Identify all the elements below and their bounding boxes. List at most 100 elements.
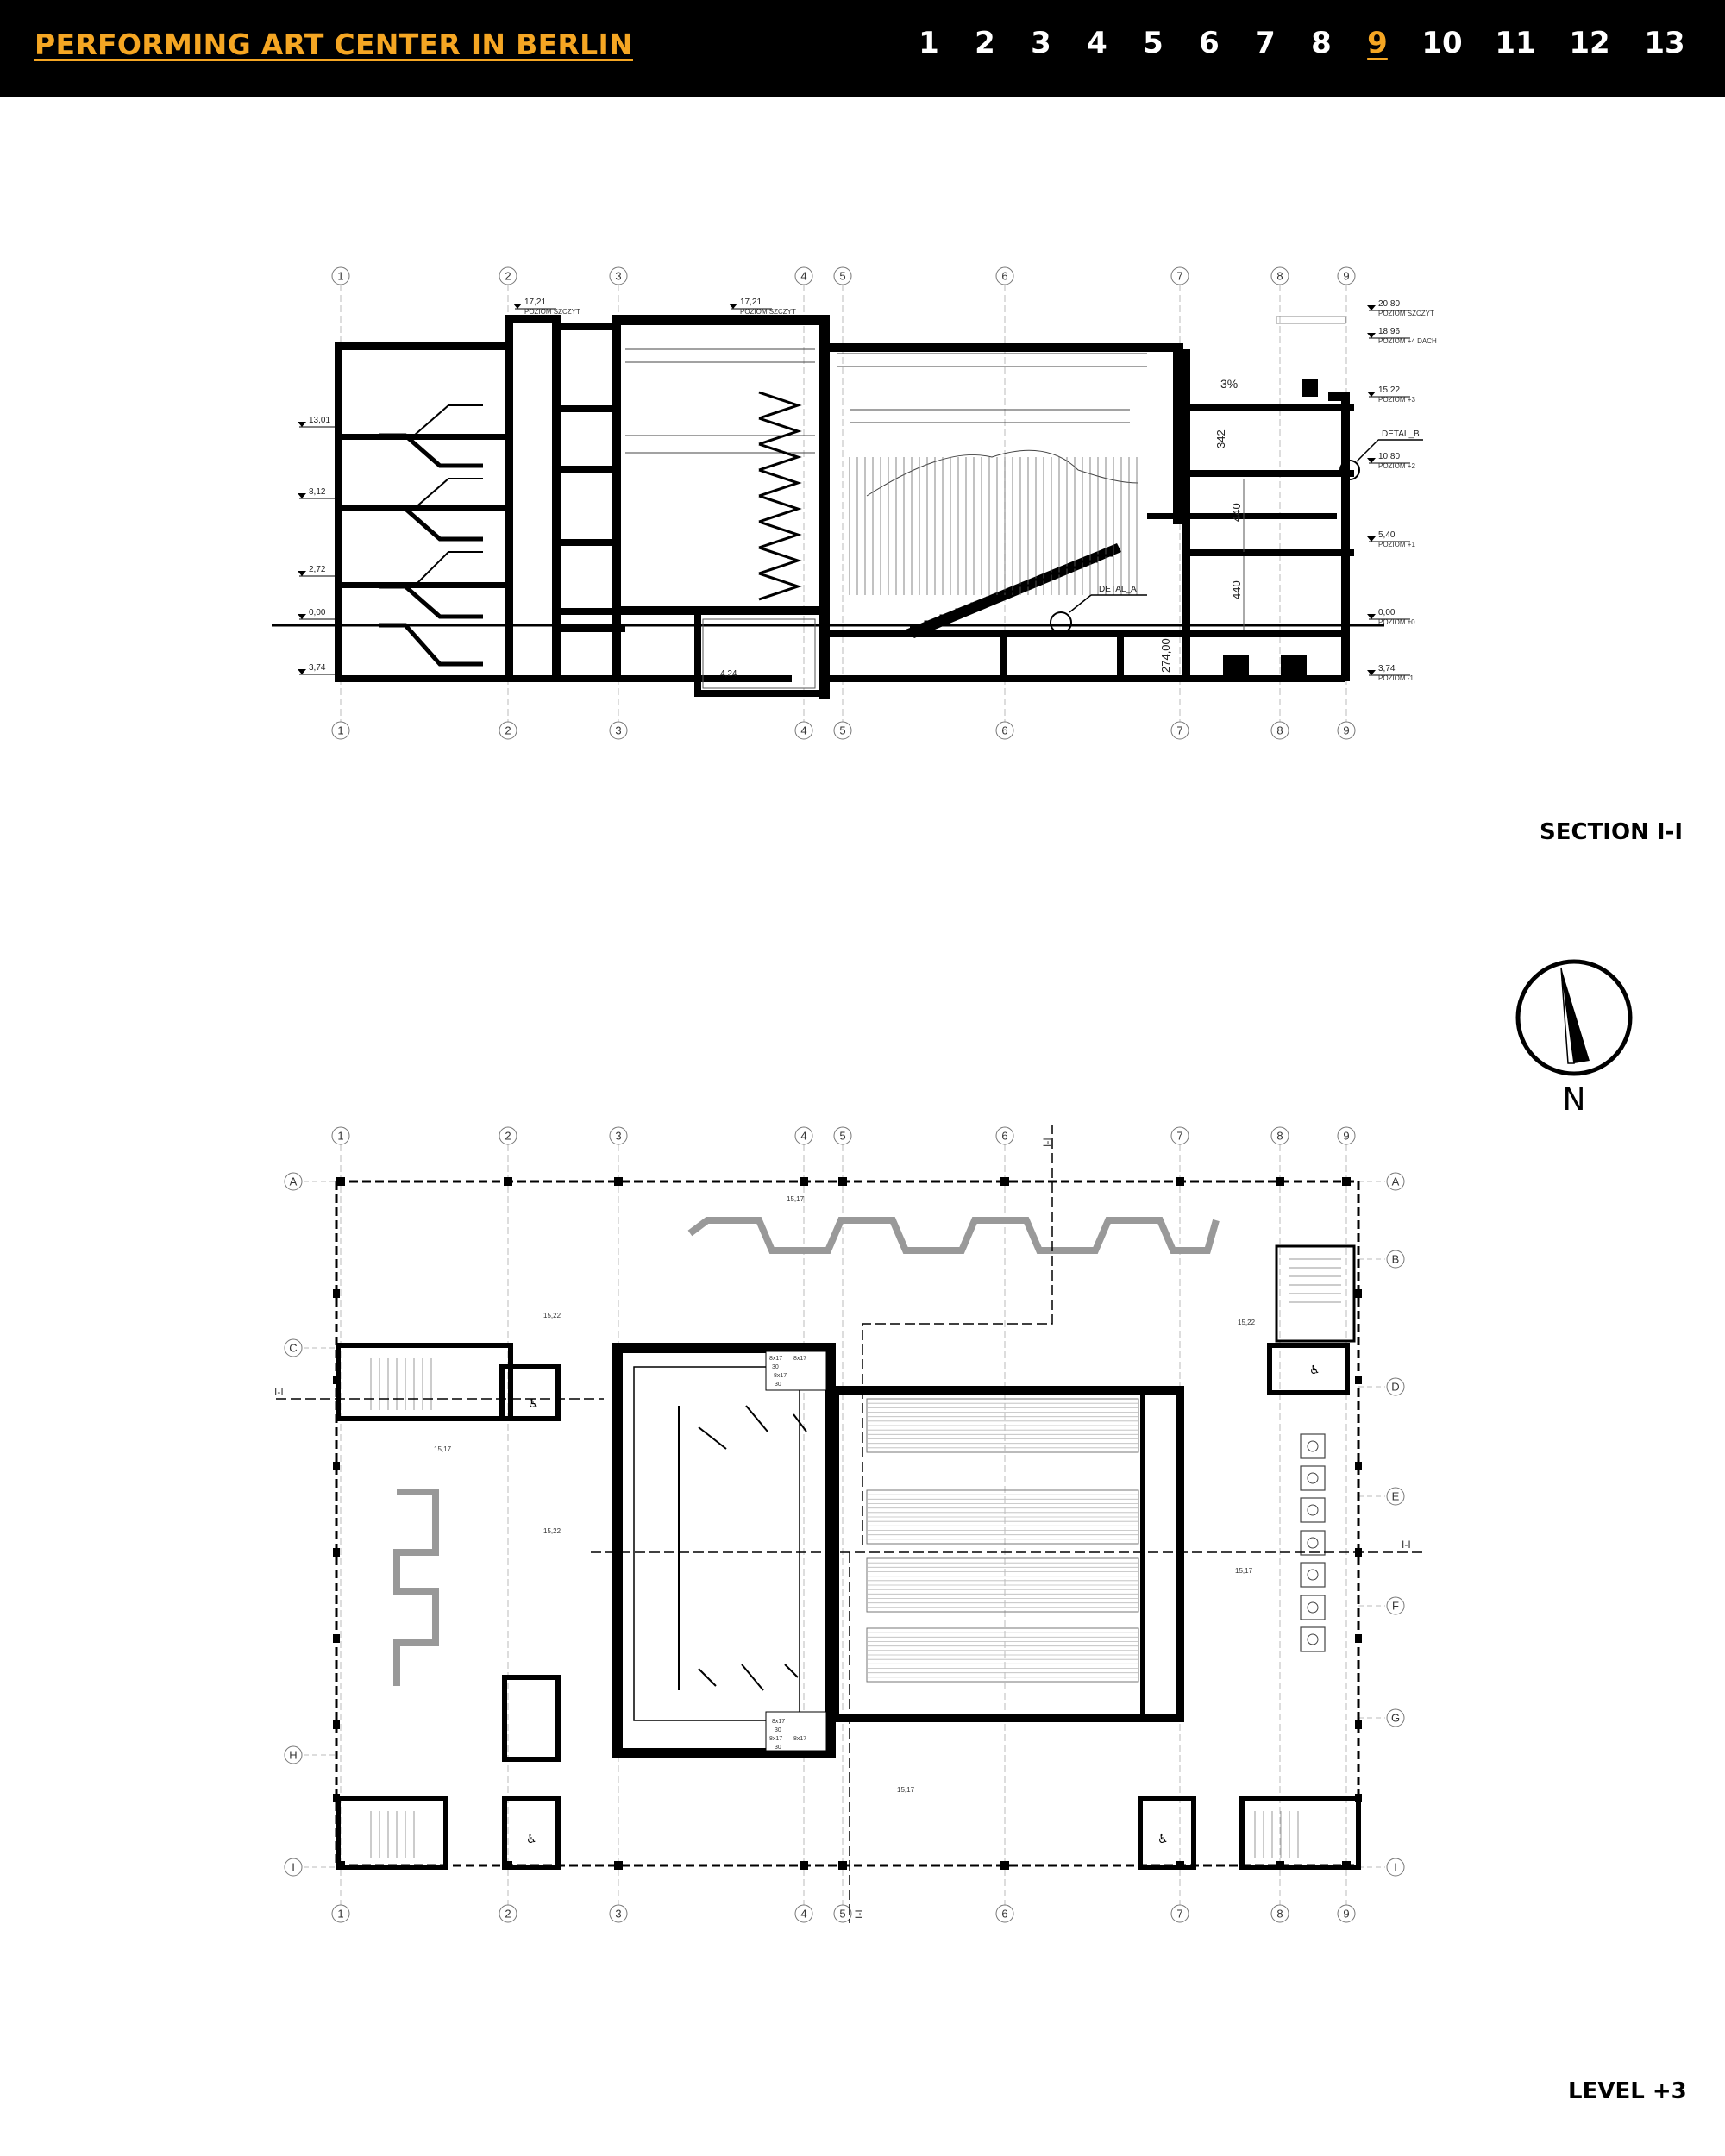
level-marker-icon (1367, 536, 1376, 542)
grid-axis-label: 5 (839, 1908, 845, 1921)
level-marker-icon (1367, 392, 1376, 397)
grid-axis-bubble (1337, 721, 1356, 740)
stair-note-5: 30 (775, 1382, 781, 1388)
row-axis-bubble (1386, 1172, 1405, 1191)
row-axis-bubble (1386, 1708, 1405, 1727)
grid-axis-bubble (609, 1904, 628, 1923)
detail-a-label: DETAL_A (1099, 585, 1137, 594)
plan-auditorium (831, 1386, 1184, 1722)
level-marker-icon (729, 304, 737, 309)
grid-axis-bubble (1170, 721, 1189, 740)
grid-axis-label: 8 (1276, 1130, 1283, 1143)
elev-label-5: 15,22 (543, 1527, 561, 1535)
level-name: POZIOM +4 DACH (1378, 337, 1437, 345)
page-link-4[interactable]: 4 (1087, 26, 1107, 60)
grid-axis-label: 7 (1176, 1130, 1182, 1143)
grid-axis-bubble (499, 721, 518, 740)
page-link-7[interactable]: 7 (1255, 26, 1276, 60)
plan-facade-zigzag (393, 1217, 1220, 1686)
grid-axis-bubble (794, 1904, 813, 1923)
grid-axis-label: 9 (1343, 724, 1349, 737)
grid-axis-bubble (331, 266, 350, 285)
dim-4-24: 4,24 (720, 669, 737, 679)
grid-axis-label: 9 (1343, 1130, 1349, 1143)
grid-axis-bubble (331, 1126, 350, 1145)
grid-axis-label: 2 (505, 1130, 511, 1143)
grid-axis-label: 7 (1176, 270, 1182, 283)
level-name: POZIOM -1 (1378, 674, 1414, 682)
grid-axis-label: 1 (337, 1130, 343, 1143)
level-value: 20,80 (1378, 299, 1400, 309)
detail-b-marker[interactable] (1339, 460, 1360, 480)
page-link-3[interactable]: 3 (1031, 26, 1051, 60)
north-label: N (1563, 1082, 1586, 1118)
page-link-8[interactable]: 8 (1311, 26, 1332, 60)
grid-axis-bubble (609, 721, 628, 740)
page-link-13[interactable]: 13 (1644, 26, 1685, 60)
level-value: 2,72 (309, 565, 326, 574)
row-axis-bubble (1386, 1596, 1405, 1615)
row-axis-label: I (1394, 1861, 1397, 1874)
elev-label-3: 15,22 (1238, 1319, 1256, 1326)
project-title[interactable]: PERFORMING ART CENTER IN BERLIN (34, 28, 633, 61)
wheelchair-icon: ♿ (528, 1397, 539, 1411)
grid-axis-bubble (794, 266, 813, 285)
row-axis-bubble (284, 1338, 303, 1357)
page-link-1[interactable]: 1 (919, 26, 939, 60)
level-marker-icon (298, 422, 306, 427)
grid-axis-label: 3 (615, 1130, 621, 1143)
roof-parapet-top (1276, 316, 1346, 324)
level-value: 3,74 (1378, 664, 1396, 674)
structural-column (333, 1720, 340, 1729)
page-link-2[interactable]: 2 (975, 26, 995, 60)
plan-caption: LEVEL +3 (1568, 2078, 1687, 2104)
page-link-5[interactable]: 5 (1143, 26, 1164, 60)
structural-column (800, 1861, 808, 1870)
grid-axis-bubble (995, 266, 1014, 285)
grid-axis-label: 5 (839, 1130, 845, 1143)
row-axis-bubble (1386, 1377, 1405, 1396)
structural-column (336, 1177, 345, 1186)
grid-axis-bubble (609, 266, 628, 285)
row-axis-label: F (1392, 1600, 1399, 1613)
grid-axis-bubble (499, 1126, 518, 1145)
level-name: POZIOM +2 (1378, 462, 1415, 470)
detail-a-marker[interactable] (1050, 611, 1072, 634)
sink-fixture (1300, 1465, 1326, 1491)
structural-column (838, 1861, 847, 1870)
level-value: 15,22 (1378, 385, 1400, 395)
level-value: 0,00 (1378, 608, 1396, 617)
grid-axis-bubble (331, 1904, 350, 1923)
grid-axis-label: 2 (505, 270, 511, 283)
grid-axis-label: 7 (1176, 1908, 1182, 1921)
level-value: 3,74 (309, 663, 326, 673)
level-name: POZIOM SZCZYT (740, 308, 796, 316)
level-name: POZIOM ±0 (1378, 618, 1415, 626)
section-seating-steps (910, 549, 1113, 630)
plan-stage-tower (612, 1343, 836, 1758)
page-link-6[interactable]: 6 (1199, 26, 1220, 60)
level-marker-icon (513, 304, 522, 309)
section-stage-stairs (758, 391, 802, 601)
row-axis-bubble (284, 1745, 303, 1764)
grid-axis-label: 1 (337, 1908, 343, 1921)
page-link-11[interactable]: 11 (1495, 26, 1536, 60)
row-axis-label: D (1391, 1381, 1399, 1394)
page-link-9[interactable]: 9 (1367, 26, 1388, 60)
section-mark-bottom: I-I (853, 1909, 865, 1919)
grid-axis-label: 7 (1176, 724, 1182, 737)
row-axis-label: G (1391, 1712, 1400, 1725)
level-value: 0,00 (309, 608, 326, 617)
page-link-10[interactable]: 10 (1421, 26, 1463, 60)
grid-axis-bubble (1337, 1904, 1356, 1923)
elev-label-2: 15,22 (543, 1312, 561, 1319)
plan-stair-hatches (370, 1258, 1341, 1858)
section-caption: SECTION I-I (1540, 819, 1684, 845)
level-name: POZIOM +3 (1378, 396, 1415, 404)
level-value: 13,01 (309, 416, 330, 425)
page-link-12[interactable]: 12 (1569, 26, 1610, 60)
